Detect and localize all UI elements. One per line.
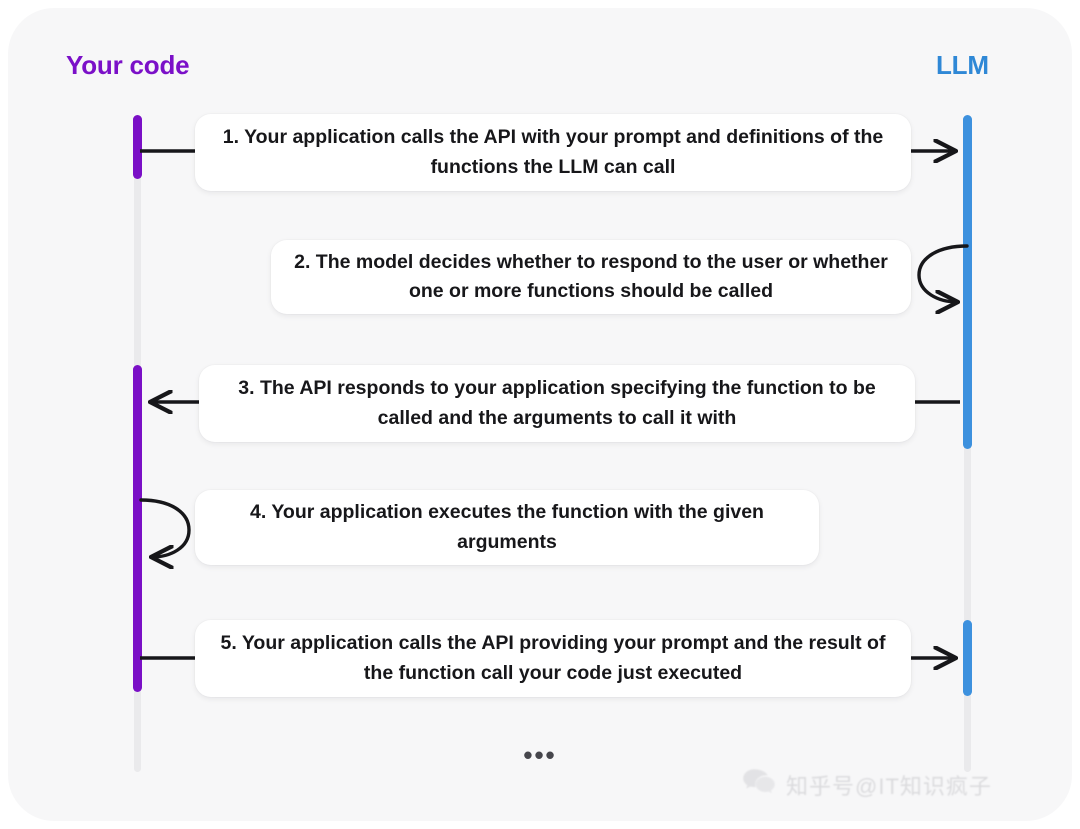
watermark-text: 知乎号@IT知识疯子 [786, 773, 992, 799]
lane-title-llm: LLM [936, 50, 989, 80]
watermark: 知乎号@IT知识疯子 [742, 768, 992, 801]
step-4-text: 4. Your application executes the functio… [250, 501, 775, 553]
activation-bar-llm-2 [963, 620, 972, 696]
wechat-icon [742, 768, 776, 801]
activation-bar-your-code-1 [133, 115, 142, 179]
step-card-5: 5. Your application calls the API provid… [195, 620, 911, 697]
activation-bar-llm-1 [963, 115, 972, 449]
step-card-3: 3. The API responds to your application … [199, 365, 915, 442]
continuation-ellipsis: ••• [523, 740, 557, 770]
step-1-text: 1. Your application calls the API with y… [222, 126, 889, 178]
step-3-text: 3. The API responds to your application … [238, 377, 882, 429]
step-5-text: 5. Your application calls the API provid… [220, 632, 891, 684]
activation-bar-your-code-2 [133, 365, 142, 692]
step-card-1: 1. Your application calls the API with y… [195, 114, 911, 191]
lane-title-your-code: Your code [66, 50, 190, 80]
step-card-2: 2. The model decides whether to respond … [271, 240, 911, 314]
step-card-4: 4. Your application executes the functio… [195, 490, 819, 565]
step-2-text: 2. The model decides whether to respond … [294, 250, 894, 302]
